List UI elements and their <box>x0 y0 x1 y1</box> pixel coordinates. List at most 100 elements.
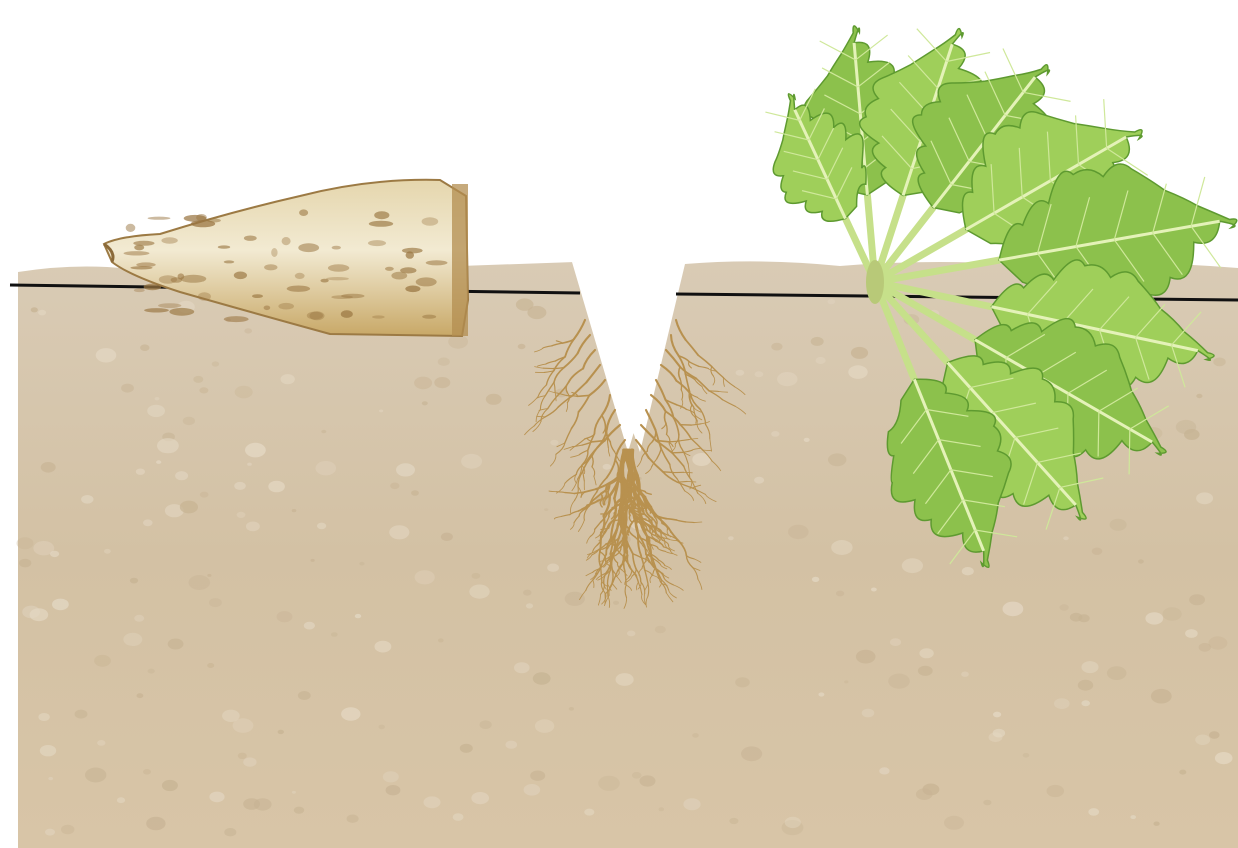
soil-pebble <box>316 461 337 475</box>
soil-pebble <box>916 788 933 800</box>
soil-pebble <box>480 720 492 729</box>
root-mark <box>158 303 181 308</box>
soil-pebble <box>944 816 964 830</box>
root-mark <box>328 264 349 271</box>
root-mark <box>331 295 353 299</box>
root-mark <box>426 260 448 265</box>
soil-pebble <box>147 405 165 417</box>
soil-pebble <box>533 672 551 684</box>
soil-pebble <box>1078 680 1093 691</box>
soil-pebble <box>1163 607 1182 621</box>
root-mark <box>405 286 420 293</box>
soil-pebble <box>277 611 293 622</box>
soil-pebble <box>75 710 88 719</box>
soil-pebble <box>375 641 392 653</box>
root-mark <box>422 217 439 226</box>
soil-pebble <box>888 674 910 689</box>
fine-root <box>565 493 574 494</box>
root-mark <box>252 294 263 298</box>
root-mark <box>307 312 323 320</box>
soil-pebble <box>235 386 253 399</box>
soil-pebble <box>200 492 209 498</box>
soil-pebble <box>31 307 38 312</box>
root-mark <box>144 308 169 312</box>
fine-root <box>593 441 605 442</box>
soil-pebble <box>1179 770 1186 775</box>
root-mark <box>368 240 386 246</box>
root-mark <box>144 284 162 291</box>
soil-pebble <box>292 791 296 794</box>
soil-pebble <box>1196 492 1213 504</box>
soil-pebble <box>1070 613 1082 622</box>
soil-pebble <box>736 370 745 376</box>
soil-pebble <box>729 818 738 824</box>
soil-pebble <box>294 807 304 814</box>
soil-pebble <box>818 692 824 696</box>
soil-pebble <box>785 817 801 828</box>
soil-pebble <box>414 377 432 390</box>
soil-pebble <box>918 666 933 676</box>
soil-pebble <box>828 299 836 304</box>
root-mark <box>416 277 437 286</box>
soil-pebble <box>856 650 876 664</box>
soil-pebble <box>1184 429 1200 440</box>
soil-pebble <box>157 438 179 453</box>
root-mark <box>264 264 277 270</box>
soil-pebble <box>156 460 161 464</box>
soil-pebble <box>1195 735 1210 746</box>
soil-pebble <box>415 570 435 584</box>
fine-root <box>663 472 674 473</box>
root-mark <box>161 237 177 243</box>
soil-pebble <box>565 592 585 606</box>
soil-pebble <box>735 677 750 687</box>
soil-pebble <box>1130 815 1136 819</box>
soil-pebble <box>40 745 56 756</box>
soil-pebble <box>379 410 383 413</box>
soil-pebble <box>19 559 31 568</box>
soil-pebble <box>347 815 359 823</box>
soil-pebble <box>844 680 848 683</box>
soil-pebble <box>355 614 361 618</box>
soil-pebble <box>212 361 219 366</box>
root-mark <box>234 272 247 280</box>
soil-pebble <box>514 662 530 673</box>
root-mark <box>181 275 207 283</box>
soil-pebble <box>983 800 991 806</box>
soil-pebble <box>728 536 734 540</box>
soil-pebble <box>130 578 138 584</box>
soil-pebble <box>121 384 134 393</box>
root-mark <box>134 245 144 251</box>
fine-root <box>621 475 622 498</box>
soil-pebble <box>175 471 188 480</box>
soil-pebble <box>506 741 518 749</box>
soil-pebble <box>1151 689 1172 704</box>
soil-pebble <box>45 829 55 836</box>
soil-pebble <box>38 713 49 721</box>
soil-pebble <box>989 732 1003 742</box>
soil-pebble <box>140 344 149 351</box>
root-mark <box>298 243 319 252</box>
soil-pebble <box>207 663 214 668</box>
root-mark <box>385 267 394 271</box>
soil-pebble <box>1023 753 1030 758</box>
soil-pebble <box>692 733 699 738</box>
root-mark <box>134 289 145 293</box>
soil-pebble <box>524 784 541 796</box>
soil-pebble <box>390 483 399 490</box>
root-mark <box>136 262 155 267</box>
soil-pebble <box>94 655 111 667</box>
soil-pebble <box>851 347 868 359</box>
soil-pebble <box>1185 629 1198 638</box>
soil-pebble <box>469 585 489 599</box>
soil-pebble <box>143 519 153 526</box>
soil-pebble <box>292 509 297 512</box>
soil-pebble <box>754 477 764 484</box>
soil-pebble <box>1208 636 1227 649</box>
soil-pebble <box>1110 519 1127 531</box>
soil-pebble <box>146 817 165 831</box>
soil-pebble <box>804 438 810 442</box>
soil-pebble <box>321 430 326 433</box>
root-mark <box>271 248 277 257</box>
soil-pebble <box>848 365 867 379</box>
soil-pebble <box>1092 548 1103 555</box>
